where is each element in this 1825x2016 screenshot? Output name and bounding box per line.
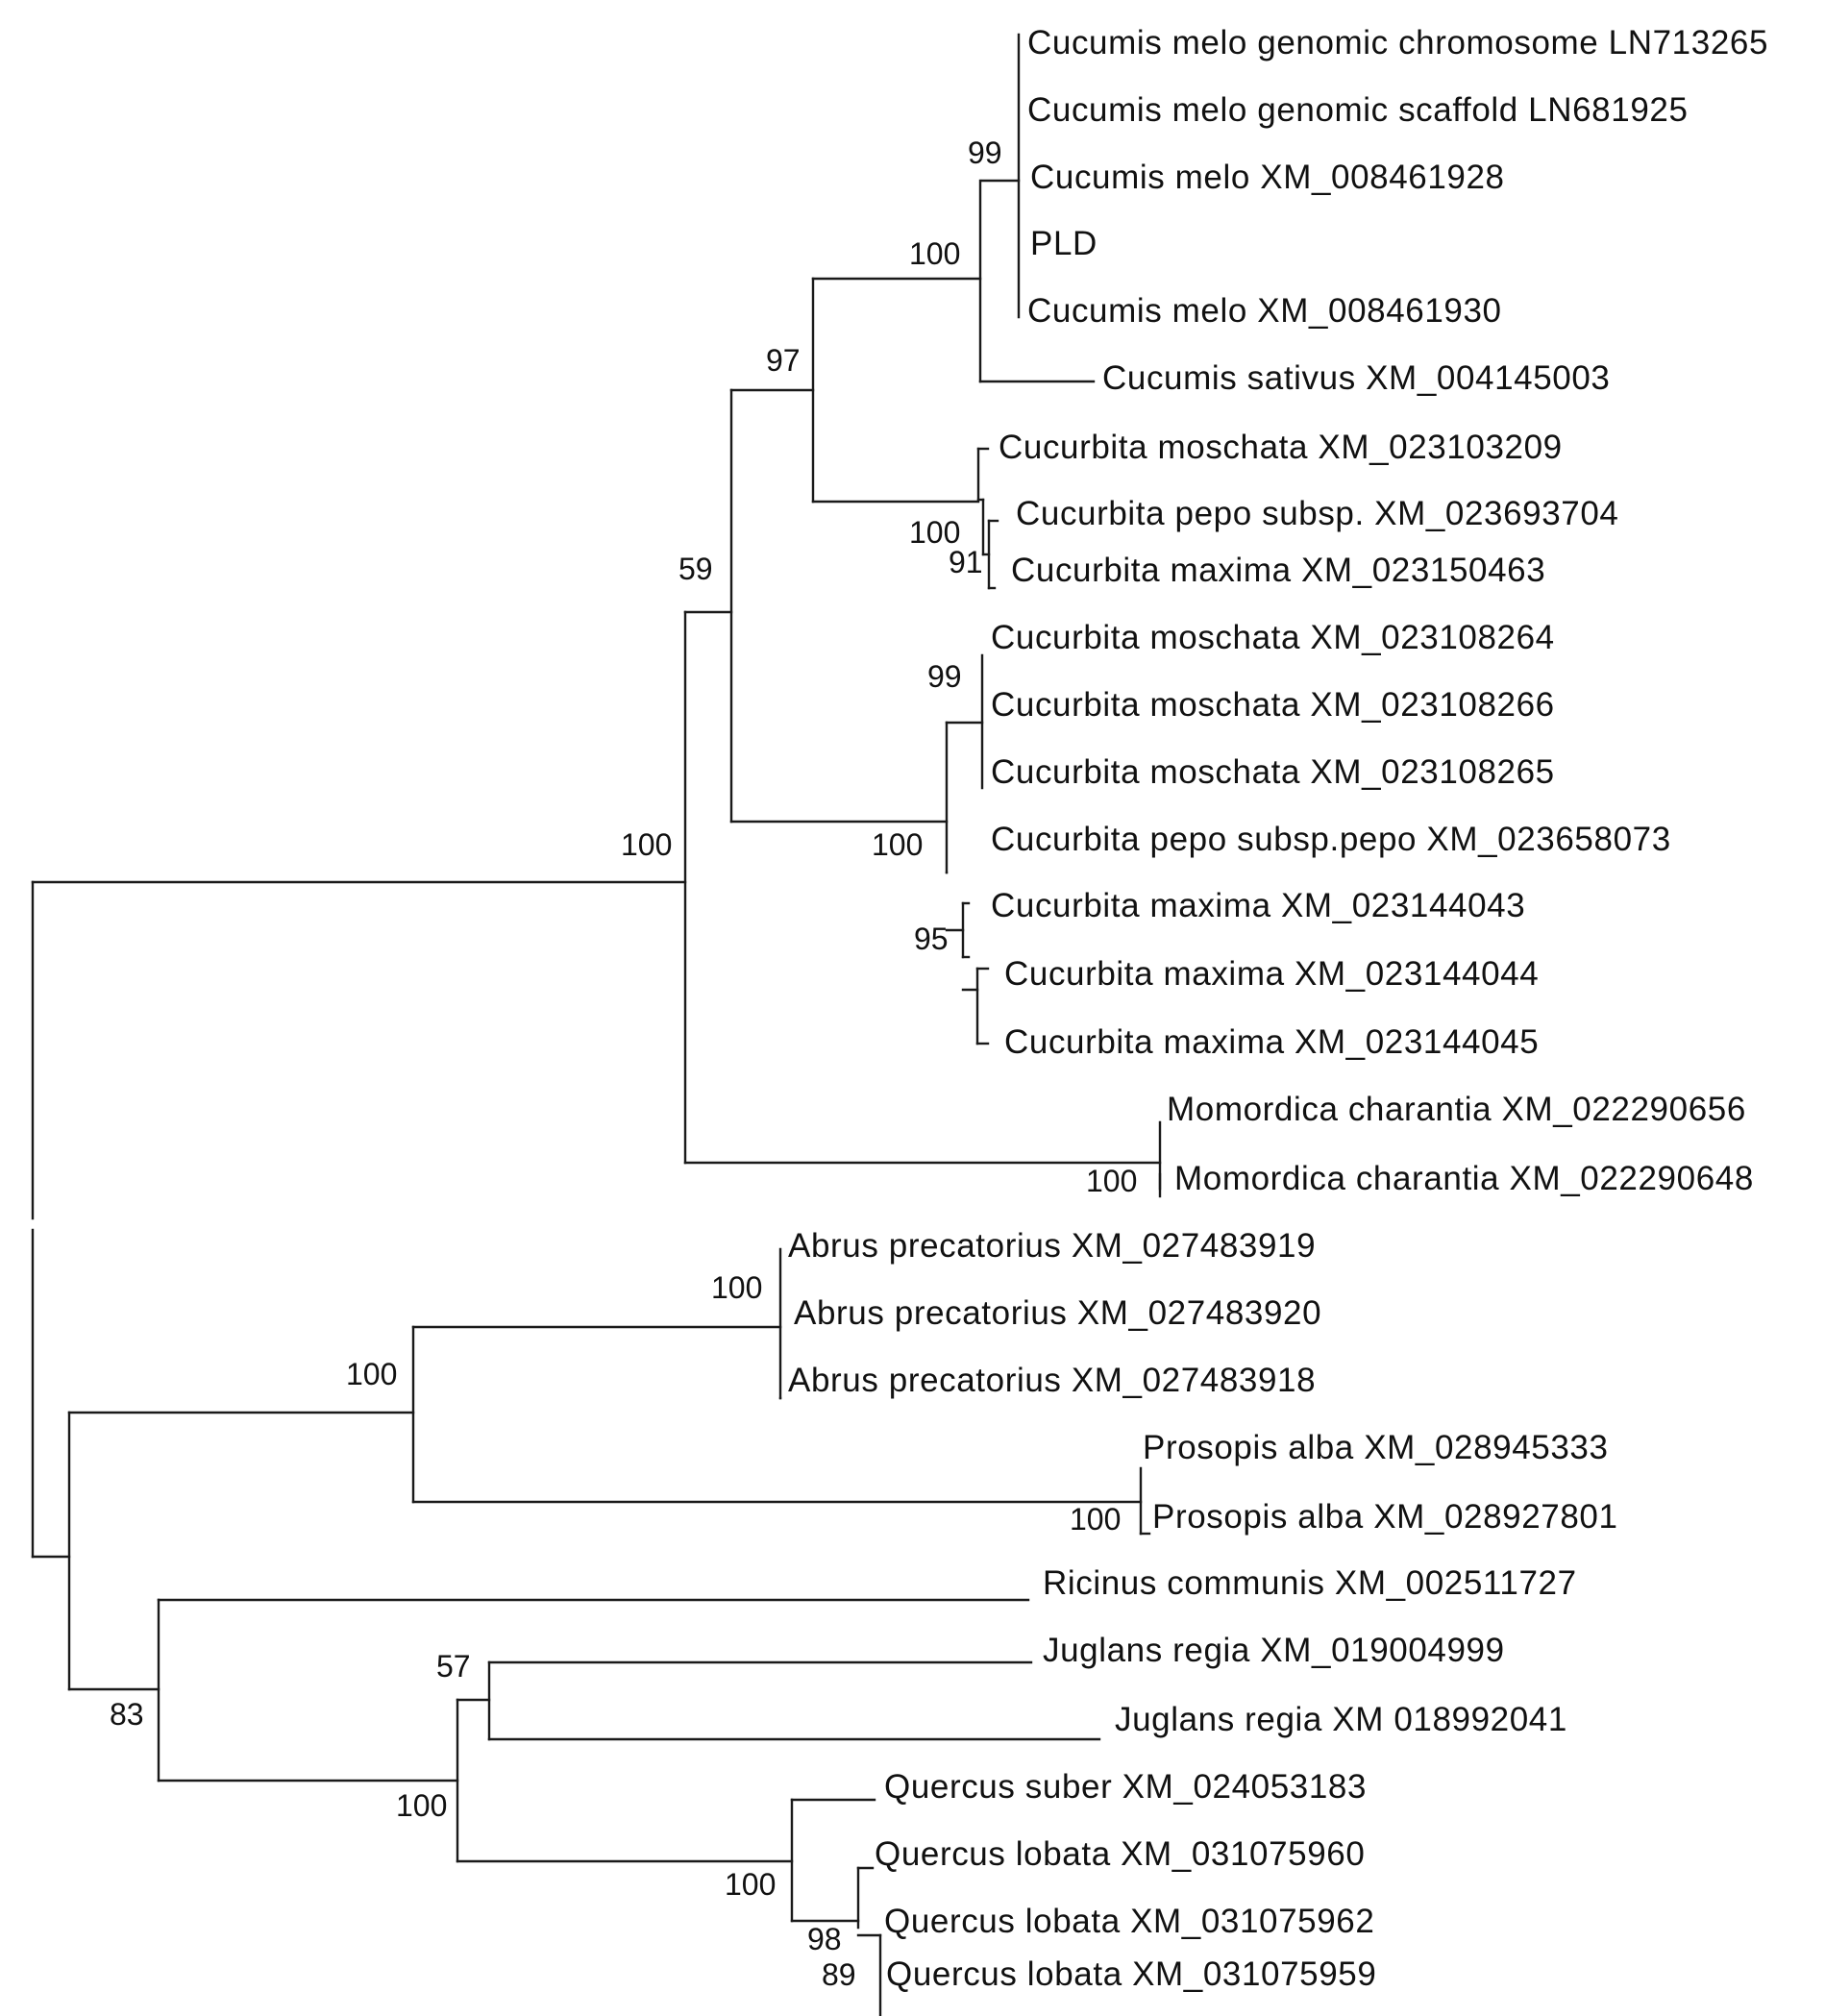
bootstrap-value: 99 — [927, 659, 962, 694]
leaf-label: Juglans regia XM 018992041 — [1115, 1701, 1567, 1738]
bootstrap-value: 100 — [621, 827, 672, 862]
bootstrap-value: 100 — [725, 1867, 776, 1902]
leaf-label: Juglans regia XM_019004999 — [1043, 1632, 1505, 1669]
leaf-label: Quercus suber XM_024053183 — [884, 1768, 1367, 1806]
leaf-label: Prosopis alba XM_028927801 — [1152, 1498, 1618, 1536]
tree-branches — [31, 33, 1162, 2016]
bootstrap-value: 100 — [1070, 1502, 1121, 1537]
leaf-label: Cucurbita pepo subsp. XM_023693704 — [1016, 495, 1619, 532]
leaf-label: Quercus lobata XM_031075962 — [884, 1903, 1374, 1940]
bootstrap-value: 100 — [909, 515, 960, 550]
leaf-label: Prosopis alba XM_028945333 — [1143, 1429, 1609, 1466]
leaf-label: Cucurbita maxima XM_023144043 — [991, 887, 1525, 924]
leaf-label: Cucurbita pepo subsp.pepo XM_023658073 — [991, 821, 1671, 858]
leaf-label: Cucurbita moschata XM_023103209 — [999, 429, 1563, 466]
bootstrap-value: 100 — [346, 1357, 397, 1391]
leaf-label: Ricinus communis XM_002511727 — [1043, 1564, 1577, 1602]
bootstrap-value: 98 — [807, 1922, 842, 1956]
leaf-label: Cucumis sativus XM_004145003 — [1102, 359, 1610, 397]
leaf-label: Momordica charantia XM_022290648 — [1174, 1160, 1754, 1197]
leaf-label: Momordica charantia XM_022290656 — [1167, 1091, 1746, 1128]
bootstrap-value: 100 — [396, 1788, 447, 1823]
bootstrap-value: 91 — [949, 545, 983, 579]
bootstrap-value: 95 — [914, 922, 949, 956]
bootstrap-value: 100 — [872, 827, 923, 862]
leaf-label: Quercus lobata XM_031075959 — [886, 1955, 1376, 1993]
bootstrap-value: 100 — [711, 1270, 762, 1305]
leaf-label: PLD — [1030, 225, 1097, 262]
bootstrap-values: 99 100 91 100 97 99 95 100 59 100 100 10… — [110, 135, 1137, 1992]
leaf-label: Quercus lobata XM_031075960 — [875, 1835, 1365, 1873]
bootstrap-value: 83 — [110, 1697, 144, 1732]
leaf-label: Abrus precatorius XM_027483918 — [788, 1362, 1316, 1399]
leaf-label: Cucurbita maxima XM_023144044 — [1004, 955, 1539, 993]
bootstrap-value: 59 — [678, 552, 713, 586]
bootstrap-value: 100 — [909, 236, 960, 271]
leaf-label: Cucumis melo genomic scaffold LN681925 — [1027, 91, 1689, 129]
bootstrap-value: 89 — [822, 1957, 856, 1992]
bootstrap-value: 99 — [968, 135, 1002, 170]
leaf-label: Cucumis melo XM_008461930 — [1027, 292, 1502, 330]
bootstrap-value: 57 — [436, 1649, 471, 1684]
leaf-label: Cucurbita maxima XM_023150463 — [1011, 552, 1545, 589]
leaf-label: Cucurbita maxima XM_023144045 — [1004, 1023, 1539, 1061]
leaf-label: Cucurbita moschata XM_023108265 — [991, 753, 1555, 791]
bootstrap-value: 97 — [766, 343, 801, 378]
bootstrap-value: 100 — [1086, 1164, 1137, 1198]
leaf-label: Cucurbita moschata XM_023108266 — [991, 686, 1555, 724]
leaf-label: Cucumis melo XM_008461928 — [1030, 159, 1505, 196]
leaf-label: Abrus precatorius XM_027483920 — [794, 1294, 1321, 1332]
leaf-label: Cucurbita moschata XM_023108264 — [991, 619, 1555, 656]
leaf-labels: Cucumis melo genomic chromosome LN713265… — [788, 24, 1768, 1993]
leaf-label: Abrus precatorius XM_027483919 — [788, 1227, 1316, 1265]
leaf-label: Cucumis melo genomic chromosome LN713265 — [1027, 24, 1768, 61]
